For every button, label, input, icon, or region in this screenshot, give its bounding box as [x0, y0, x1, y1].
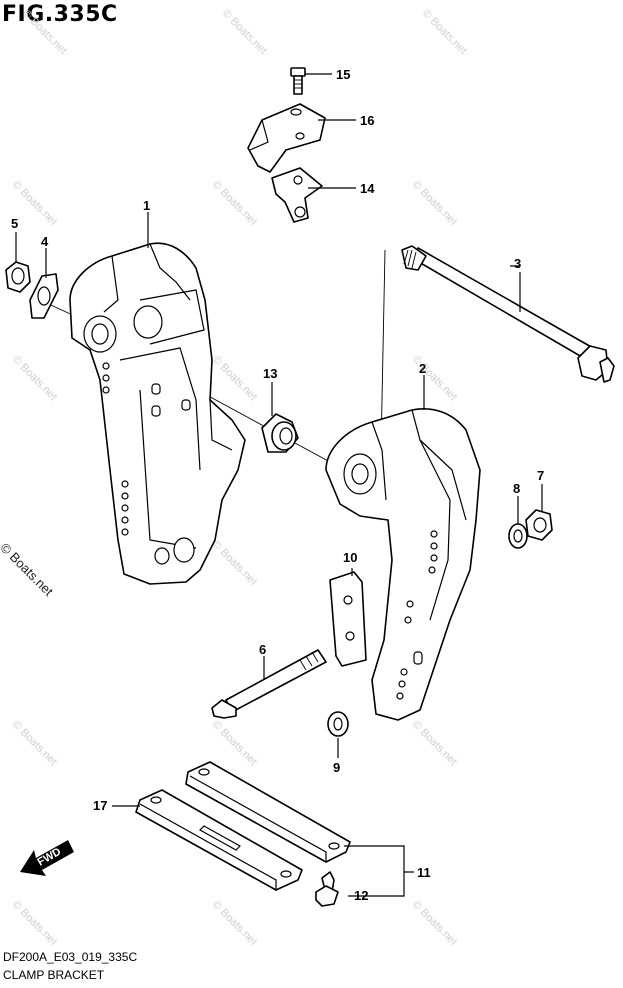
part-16-plate — [247, 103, 326, 173]
callout-17: 17 — [93, 798, 107, 813]
part-10-plate — [329, 571, 367, 667]
part-2-right-clamp-bracket — [325, 408, 481, 721]
callout-8: 8 — [513, 481, 520, 496]
watermark: © Boats.net — [410, 354, 459, 403]
watermark: © Boats.net — [210, 354, 259, 403]
diagram-name: CLAMP BRACKET — [3, 968, 105, 982]
part-3-tilt-shaft — [401, 245, 615, 383]
part-17-strip — [135, 789, 303, 892]
part-15-bolt — [290, 67, 306, 95]
watermark: © Boats.net — [10, 719, 59, 768]
part-5-nut — [5, 261, 31, 293]
fwd-arrow-icon — [20, 840, 74, 876]
part-12-screw — [315, 871, 339, 907]
watermark: © Boats.net — [10, 354, 59, 403]
callout-16: 16 — [360, 113, 374, 128]
callout-11: 11 — [417, 865, 431, 880]
callout-13: 13 — [263, 366, 277, 381]
callout-1: 1 — [143, 198, 150, 213]
callout-3: 3 — [514, 256, 521, 271]
watermark: © Boats.net — [420, 8, 469, 57]
callout-15: 15 — [336, 67, 350, 82]
fwd-direction-arrow: FWD — [20, 840, 74, 876]
watermark: © Boats.net — [410, 719, 459, 768]
callout-14: 14 — [360, 181, 375, 196]
leader-lines — [15, 73, 543, 897]
watermark: © Boats.net — [210, 179, 259, 228]
watermark: © Boats.net — [210, 719, 259, 768]
part-1-left-clamp-bracket — [69, 242, 246, 585]
watermark: © Boats.net — [10, 899, 59, 948]
callout-4: 4 — [41, 234, 49, 249]
watermark: © Boats.net — [210, 539, 259, 588]
part-7-nut — [525, 509, 553, 541]
watermark: © Boats.net — [410, 179, 459, 228]
part-9-washer — [327, 711, 349, 737]
watermark: © Boats.net — [20, 8, 69, 57]
part-4-washer — [29, 273, 59, 319]
figure-title: FIG.335C — [2, 2, 118, 27]
callout-9: 9 — [333, 760, 340, 775]
watermark: © Boats.net — [210, 899, 259, 948]
watermark: © Boats.net — [410, 899, 459, 948]
diagram-code: DF200A_E03_019_335C — [3, 950, 138, 964]
callout-10: 10 — [343, 550, 357, 565]
part-6-bolt — [211, 649, 327, 719]
part-8-washer — [508, 523, 528, 549]
part-11-strip — [185, 761, 351, 864]
watermark: © Boats.net — [220, 8, 269, 57]
part-14-plate — [271, 167, 323, 223]
callout-12: 12 — [354, 888, 368, 903]
callout-7: 7 — [537, 468, 544, 483]
part-13-bushing — [261, 413, 299, 453]
callout-2: 2 — [419, 361, 426, 376]
callout-6: 6 — [259, 642, 266, 657]
callout-labels: 1 2 3 4 5 6 7 8 9 10 11 12 13 14 15 16 1… — [11, 67, 544, 903]
callout-5: 5 — [11, 216, 18, 231]
